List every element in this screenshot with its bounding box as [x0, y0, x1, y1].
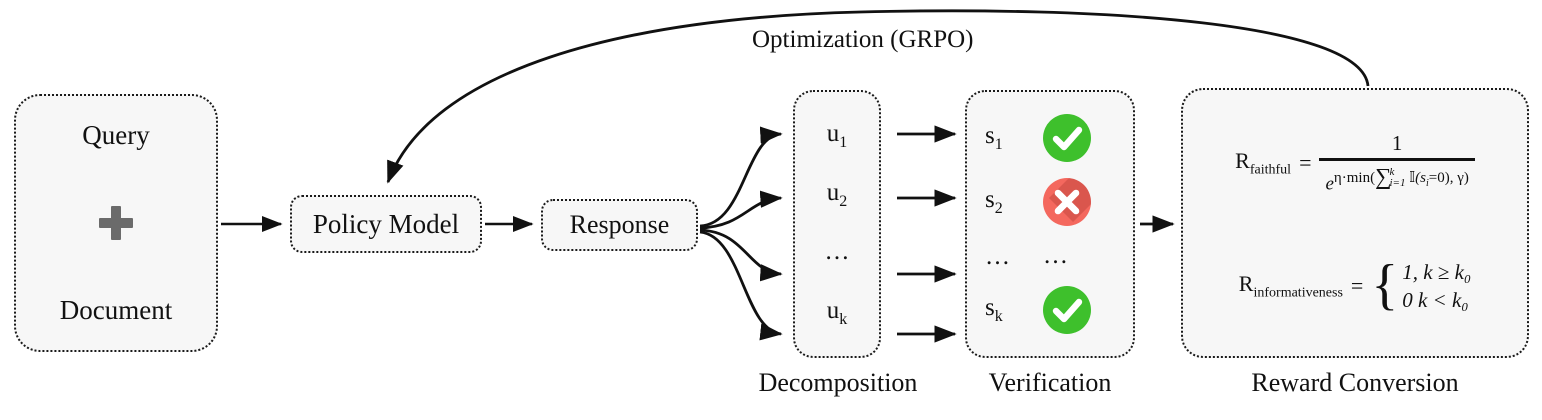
r-subscript: informativeness	[1253, 285, 1343, 301]
list-item: …	[825, 239, 850, 269]
arrow-response-to-uk	[699, 230, 783, 341]
policy-model-label: Policy Model	[312, 208, 460, 239]
statement-label: s1	[985, 123, 1043, 153]
statement-label: sk	[985, 295, 1043, 325]
table-row: s1	[967, 114, 1133, 162]
sum-symbol: ∑	[1375, 163, 1392, 189]
indicator-arg: (s	[1415, 169, 1426, 186]
case-line-1: 1, k ≥ k₀	[1402, 259, 1472, 284]
statement-label: …	[985, 242, 1012, 270]
indicator-symbol: 𝕀	[1409, 167, 1416, 186]
r-symbol: R	[1235, 148, 1250, 174]
document-label: Document	[59, 295, 173, 325]
case-line-2: 0 k < k₀	[1402, 288, 1469, 313]
statement-label: s2	[985, 187, 1043, 217]
r-symbol: R	[1238, 271, 1254, 297]
statement-subscript: 2	[994, 200, 1003, 217]
unit-base: …	[824, 237, 850, 265]
numerator: 1	[1391, 131, 1403, 156]
unit-subscript: 1	[839, 133, 848, 151]
reward-conversion-caption: Reward Conversion	[1251, 368, 1459, 397]
x-circle-icon	[1043, 178, 1091, 226]
r-subscript: faithful	[1249, 162, 1292, 178]
statement-subscript: 1	[994, 136, 1003, 153]
statement-base: s	[985, 122, 995, 149]
plus-icon	[99, 206, 133, 240]
decomposition-caption: Decomposition	[758, 368, 918, 397]
check-circle-icon	[1043, 114, 1091, 162]
table-row: … …	[967, 242, 1133, 270]
case-lines: 1, k ≥ k₀ 0 k < k₀	[1402, 258, 1471, 315]
sum-upper: k	[1389, 165, 1395, 178]
statement-base: s	[985, 186, 995, 213]
list-item: uk	[827, 298, 848, 328]
left-brace: {	[1371, 254, 1399, 317]
decomposition-node[interactable]: u1 u2 … uk	[793, 90, 881, 358]
verification-node[interactable]: s1 s2 … … sk	[965, 90, 1135, 358]
unit-subscript: 2	[839, 192, 848, 210]
response-node[interactable]: Response	[541, 199, 698, 251]
fraction-bar	[1319, 158, 1475, 161]
query-label: Query	[82, 120, 150, 150]
unit-base: u	[826, 178, 840, 206]
faithful-reward-label: Rfaithful	[1235, 148, 1291, 178]
grpo-optimization-label: Optimization (GRPO)	[752, 26, 974, 53]
equals-sign: =	[1350, 273, 1364, 299]
list-item: u1	[827, 121, 848, 151]
unit-base: u	[826, 119, 840, 147]
unit-base: u	[826, 296, 840, 324]
informativeness-reward-label: Rinformativeness	[1239, 271, 1343, 301]
equals-sign: =	[1299, 150, 1312, 176]
sum-lower: i=1	[1389, 177, 1406, 190]
indicator-arg-sub: i	[1425, 177, 1429, 189]
unit-subscript: k	[839, 310, 848, 328]
formula-informativeness: Rinformativeness = { 1, k ≥ k₀ 0 k < k₀	[1183, 258, 1527, 315]
statement-base: s	[985, 294, 995, 321]
statement-subscript: k	[994, 308, 1003, 325]
policy-model-node[interactable]: Policy Model	[290, 195, 482, 253]
ellipsis-icon: …	[1043, 242, 1070, 269]
response-label: Response	[569, 210, 670, 239]
table-row: sk	[967, 286, 1133, 334]
arrow-response-to-u1	[699, 126, 783, 228]
query-document-node[interactable]: Query Document	[14, 94, 218, 352]
list-item: u2	[827, 180, 848, 210]
check-circle-icon	[1043, 286, 1091, 334]
table-row: s2	[967, 178, 1133, 226]
exp-prefix: η·min(	[1333, 169, 1376, 186]
exp-base: e	[1325, 173, 1334, 195]
arrow-response-to-u3	[699, 228, 783, 282]
indicator-arg-end: =0), γ)	[1428, 169, 1469, 186]
piecewise-cases: { 1, k ≥ k₀ 0 k < k₀	[1371, 258, 1471, 315]
arrow-response-to-u2	[699, 190, 783, 230]
verification-caption: Verification	[988, 368, 1112, 397]
